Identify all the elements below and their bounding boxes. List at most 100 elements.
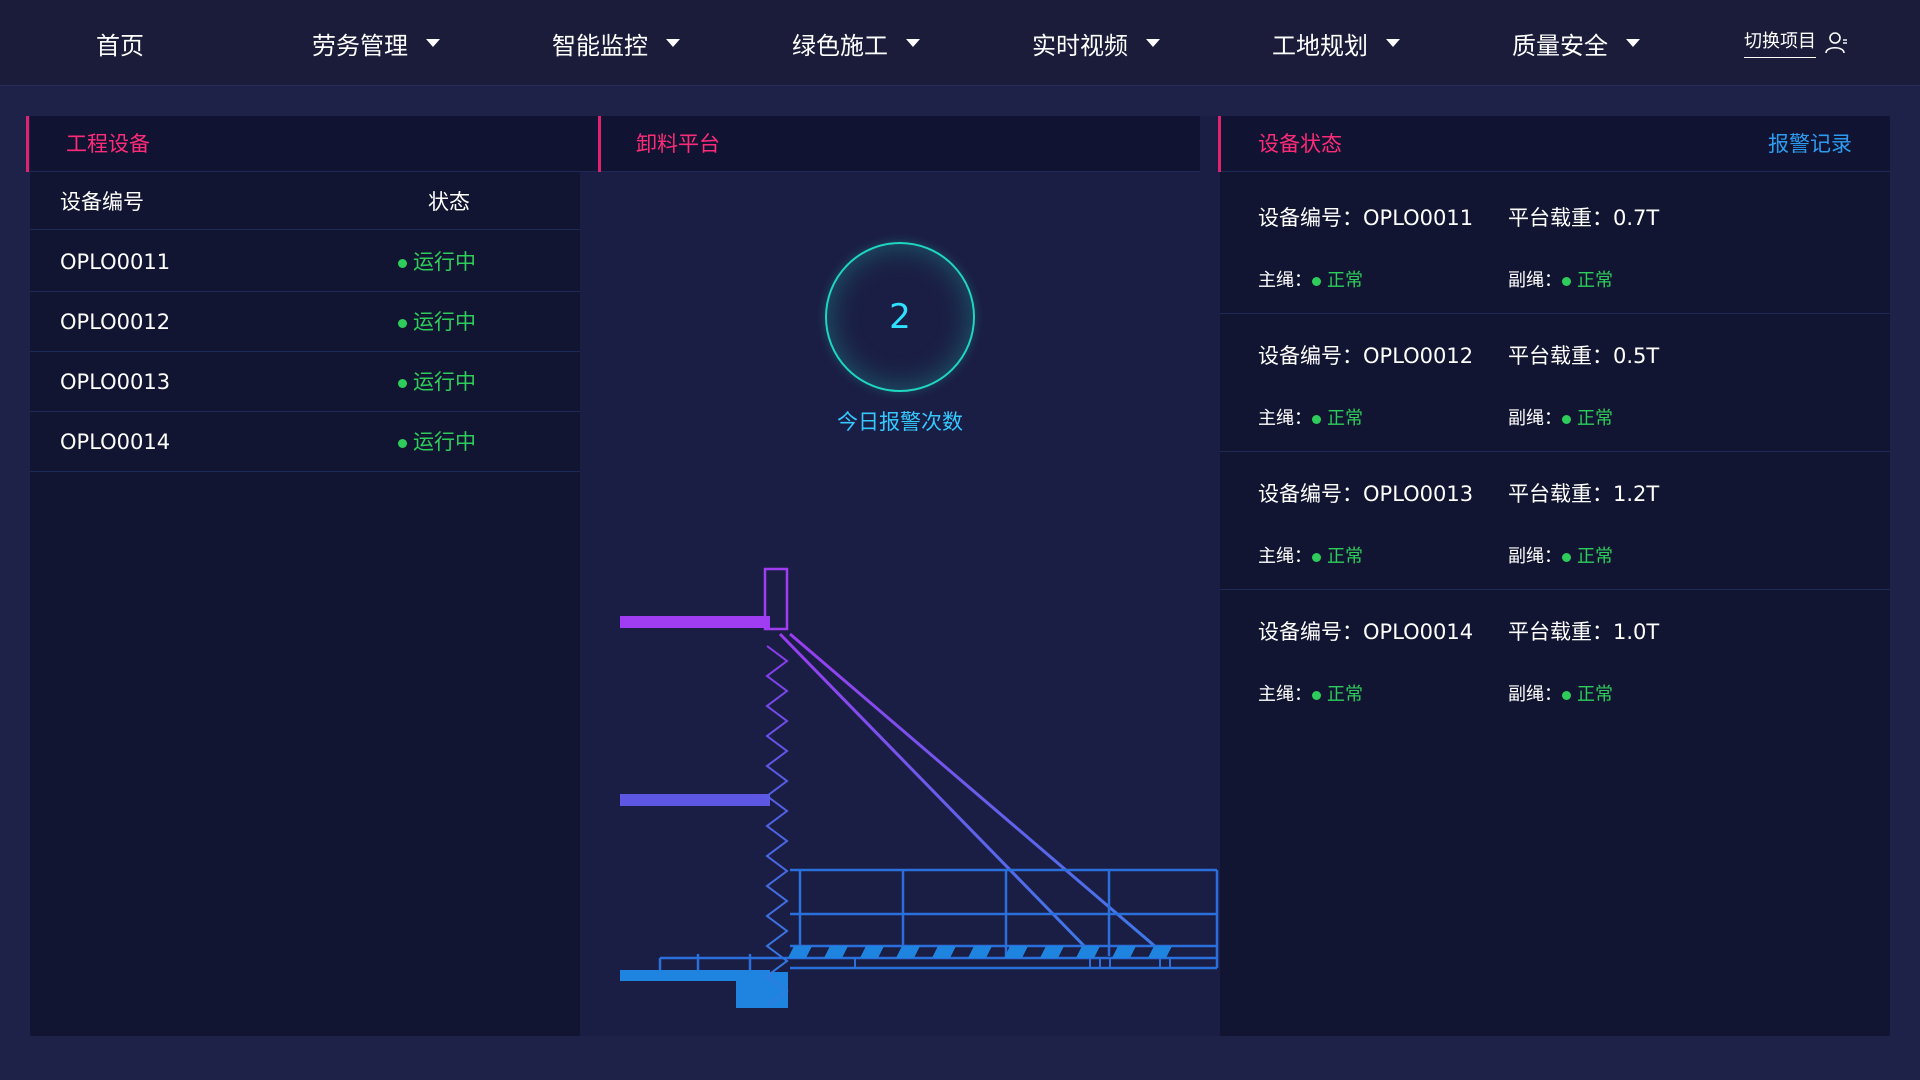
main-rope-label: 主绳：	[1258, 684, 1312, 705]
sub-rope-value: 正常	[1577, 546, 1613, 567]
column-header-id: 设备编号	[60, 190, 144, 214]
caret-down-icon	[666, 39, 680, 47]
status-dot-icon	[1562, 690, 1571, 700]
alarm-count-label: 今日报警次数	[837, 410, 963, 434]
sub-rope-label: 副绳：	[1508, 408, 1562, 429]
main-rope-label: 主绳：	[1258, 408, 1312, 429]
panel-title: 设备状态	[1258, 132, 1342, 156]
caret-down-icon	[1626, 39, 1640, 47]
nav-item-label: 质量安全	[1512, 31, 1608, 60]
tower-lattice	[760, 629, 790, 1010]
sub-rope-status: 副绳：正常	[1508, 680, 1613, 706]
table-header: 设备编号 状态	[30, 174, 580, 230]
status-text: 运行中	[413, 370, 476, 394]
sub-rope-status: 副绳： 正常	[1508, 266, 1613, 292]
status-dot-icon	[1312, 690, 1321, 700]
accent-bar	[26, 116, 29, 172]
device-id: OPLO0014	[60, 430, 171, 454]
status-dot-icon	[1562, 414, 1571, 424]
table-row[interactable]: OPLO0011 运行中	[30, 232, 580, 292]
sub-rope-label: 副绳：	[1508, 270, 1562, 291]
nav-item-label: 实时视频	[1032, 31, 1128, 60]
caret-down-icon	[426, 39, 440, 47]
device-id-label: 设备编号：OPLO0013	[1258, 482, 1474, 506]
panel-header: 卸料平台	[580, 116, 1200, 172]
device-id: OPLO0013	[60, 370, 171, 394]
column-header-status: 状态	[428, 190, 470, 214]
platform-diagram	[620, 567, 1219, 1010]
main-rope-value: 正常	[1327, 270, 1363, 291]
panel-header: 设备状态 报警记录	[1218, 116, 1890, 172]
floor-block	[736, 972, 788, 1008]
main-rope-label: 主绳：	[1258, 270, 1312, 291]
nav-item-label: 首页	[96, 31, 144, 60]
device-status-card[interactable]: 设备编号：OPLO0014 平台载重：1.0T 主绳： 正常 副绳：正常	[1220, 590, 1890, 728]
status-dot-icon	[1312, 414, 1321, 424]
main-rope-status: 主绳： 正常	[1258, 542, 1363, 568]
panel-header: 工程设备	[26, 116, 580, 172]
table-row[interactable]: OPLO0014 运行中	[30, 412, 580, 472]
nav-item-planning[interactable]: 工地规划	[1272, 0, 1400, 86]
nav-item-home[interactable]: 首页	[96, 0, 144, 86]
accent-bar	[1218, 116, 1221, 172]
nav-item-label: 绿色施工	[792, 31, 888, 60]
main-rope-status: 主绳： 正常	[1258, 266, 1363, 292]
load-label: 平台载重：1.0T	[1508, 620, 1660, 644]
sub-rope-label: 副绳：	[1508, 546, 1562, 567]
nav-item-video[interactable]: 实时视频	[1032, 0, 1160, 86]
table-row[interactable]: OPLO0013 运行中	[30, 352, 580, 412]
platform-supports	[854, 958, 1171, 968]
top-navigation: 首页 劳务管理 智能监控 绿色施工 实时视频 工地规划 质量安全 切换项目	[0, 0, 1920, 86]
alarm-count-circle: 2	[825, 242, 975, 392]
load-label: 平台载重：0.7T	[1508, 206, 1660, 230]
device-status-card[interactable]: 设备编号：OPLO0011 平台载重：0.7T 主绳： 正常 副绳： 正常	[1220, 176, 1890, 314]
device-id: OPLO0011	[60, 250, 171, 274]
sub-rope-value: 正常	[1577, 684, 1613, 705]
nav-item-monitor[interactable]: 智能监控	[552, 0, 680, 86]
main-rope-status: 主绳： 正常	[1258, 404, 1363, 430]
caret-down-icon	[1386, 39, 1400, 47]
nav-item-green[interactable]: 绿色施工	[792, 0, 920, 86]
sub-rope-value: 正常	[1577, 408, 1613, 429]
device-status-panel: 设备状态 报警记录 设备编号：OPLO0011 平台载重：0.7T 主绳： 正常 …	[1218, 116, 1890, 1036]
status-dot-icon	[398, 258, 407, 268]
status-dot-icon	[1562, 276, 1571, 286]
tower-cap	[763, 567, 789, 631]
device-id: OPLO0012	[60, 310, 171, 334]
user-icon[interactable]	[1824, 32, 1848, 54]
table-row[interactable]: OPLO0012 运行中	[30, 292, 580, 352]
sub-rope-value: 正常	[1577, 270, 1613, 291]
switch-project-link[interactable]: 切换项目	[1744, 28, 1816, 58]
nav-item-labor[interactable]: 劳务管理	[312, 0, 440, 86]
device-id-label: 设备编号：OPLO0011	[1258, 206, 1474, 230]
nav-item-quality[interactable]: 质量安全	[1512, 0, 1640, 86]
device-status-card[interactable]: 设备编号：OPLO0012 平台载重：0.5T 主绳：正常 副绳：正常	[1220, 314, 1890, 452]
main-rope-value: 正常	[1327, 408, 1363, 429]
sub-rope-status: 副绳： 正常	[1508, 404, 1613, 430]
panel-title: 卸料平台	[636, 132, 720, 156]
status-dot-icon	[1312, 276, 1321, 286]
load-label: 平台载重：0.5T	[1508, 344, 1660, 368]
device-id-label: 设备编号：OPLO0014	[1258, 620, 1474, 644]
floor-slab-bottom	[620, 970, 770, 981]
alarm-records-link[interactable]: 报警记录	[1768, 132, 1852, 156]
main-rope-value: 正常	[1327, 546, 1363, 567]
status-cell: 运行中	[398, 292, 476, 352]
status-dot-icon	[1312, 552, 1321, 562]
status-text: 运行中	[413, 250, 476, 274]
status-text: 运行中	[413, 310, 476, 334]
sub-rope-status: 副绳： 正常	[1508, 542, 1613, 568]
status-dot-icon	[1562, 552, 1571, 562]
nav-item-label: 智能监控	[552, 31, 648, 60]
device-status-card[interactable]: 设备编号：OPLO0013 平台载重：1.2T 主绳： 正常 副绳： 正常	[1220, 452, 1890, 590]
equipment-panel: 工程设备 设备编号 状态 OPLO0011 运行中 OPLO0012 运行中 O…	[26, 116, 580, 1036]
status-dot-icon	[398, 318, 407, 328]
main-rope-label: 主绳：	[1258, 546, 1312, 567]
caret-down-icon	[1146, 39, 1160, 47]
floor-slab-top	[620, 616, 770, 628]
status-cell: 运行中	[398, 232, 476, 292]
main-rope-value: 正常	[1327, 684, 1363, 705]
load-label: 平台载重：1.2T	[1508, 482, 1660, 506]
floor-slab-mid	[620, 794, 770, 806]
support-ropes	[778, 632, 1165, 956]
